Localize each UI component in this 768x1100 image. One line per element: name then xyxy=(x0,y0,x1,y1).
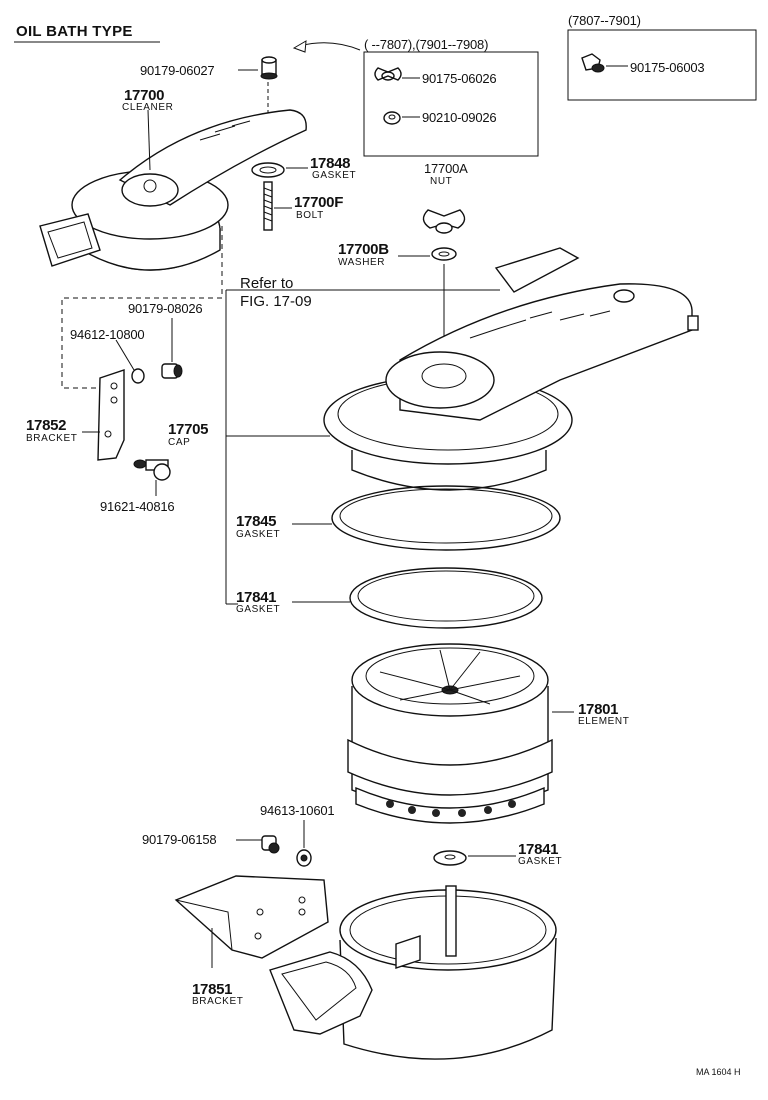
part-90179-06158: 90179-06158 xyxy=(142,832,217,847)
part-17700b-number: 17700B xyxy=(338,241,389,258)
part-17851-name: BRACKET xyxy=(192,996,244,1007)
part-94613-10601: 94613-10601 xyxy=(260,803,335,818)
gasket-17845-shape xyxy=(331,485,561,551)
part-17700-name: CLEANER xyxy=(122,102,174,113)
washer-17700b-shape xyxy=(431,247,457,261)
wing-nut-icon xyxy=(374,67,402,81)
part-17845-number: 17845 xyxy=(236,513,277,530)
part-17845-name: GASKET xyxy=(236,529,281,540)
part-17700b-name: WASHER xyxy=(338,257,386,268)
refer-text-line2: FIG. 17-09 xyxy=(240,293,312,310)
hex-nut-icon xyxy=(383,111,401,125)
part-17848-name: GASKET xyxy=(312,170,357,181)
part-17841-lower-number: 17841 xyxy=(518,841,559,858)
pad-shape xyxy=(494,247,580,293)
part-17851-number: 17851 xyxy=(192,981,233,998)
part-17841-upper-number: 17841 xyxy=(236,589,277,606)
variant-range-label-right: (7807--7901) xyxy=(568,13,641,28)
oil-bath-case-shape xyxy=(269,885,557,1060)
part-17852-number: 17852 xyxy=(26,417,67,434)
bolt-91621-40816-shape xyxy=(133,459,171,481)
drawing-code: MA 1604 H xyxy=(696,1067,741,1077)
part-90179-06027: 90179-06027 xyxy=(140,63,215,78)
part-17801-name: ELEMENT xyxy=(578,716,630,727)
cap-17705-shape xyxy=(323,283,699,491)
part-17700f-name: BOLT xyxy=(296,210,324,221)
part-90175-06003: 90175-06003 xyxy=(630,60,705,75)
refer-text-line1: Refer to xyxy=(240,275,294,292)
part-17801-number: 17801 xyxy=(578,701,619,718)
wing-nut-17700a-shape xyxy=(422,209,466,234)
variant-arrow xyxy=(299,42,361,51)
element-17801-shape xyxy=(347,643,553,824)
bolt-17700f-shape xyxy=(263,181,273,231)
variant-box-right xyxy=(567,29,757,101)
part-17841-lower-name: GASKET xyxy=(518,856,563,867)
bracket-17852-shape xyxy=(97,369,125,461)
part-17848-number: 17848 xyxy=(310,155,351,172)
part-17705-number: 17705 xyxy=(168,421,209,438)
nut-90179-08026-shape xyxy=(161,363,183,379)
variant-box-left xyxy=(363,51,539,157)
cap-nut-top-icon xyxy=(260,56,278,80)
part-90179-08026: 90179-08026 xyxy=(128,301,203,316)
cleaner-assembly-small xyxy=(39,109,307,271)
page-title: OIL BATH TYPE xyxy=(16,23,133,40)
part-90210-09026: 90210-09026 xyxy=(422,110,497,125)
variant-range-label: ( --7807),(7901--7908) xyxy=(364,37,489,52)
part-17852-name: BRACKET xyxy=(26,433,78,444)
nut-90179-06158-shape xyxy=(261,835,280,854)
part-17700a-name: NUT xyxy=(430,176,453,187)
part-17705-name: CAP xyxy=(168,437,191,448)
gasket-17848-shape xyxy=(251,162,285,178)
variant-arrowhead xyxy=(292,40,307,53)
part-91621-40816: 91621-40816 xyxy=(100,499,175,514)
clip-nut-icon xyxy=(581,53,628,73)
bracket-17851-shape xyxy=(174,875,329,959)
part-90175-06026: 90175-06026 xyxy=(422,71,497,86)
part-94612-10800: 94612-10800 xyxy=(70,327,145,342)
gasket-17841-upper-shape xyxy=(349,567,543,629)
part-17700f-number: 17700F xyxy=(294,194,344,211)
part-17700a-number: 17700A xyxy=(424,161,468,176)
part-17841-upper-name: GASKET xyxy=(236,604,281,615)
part-17700-number: 17700 xyxy=(124,87,165,104)
